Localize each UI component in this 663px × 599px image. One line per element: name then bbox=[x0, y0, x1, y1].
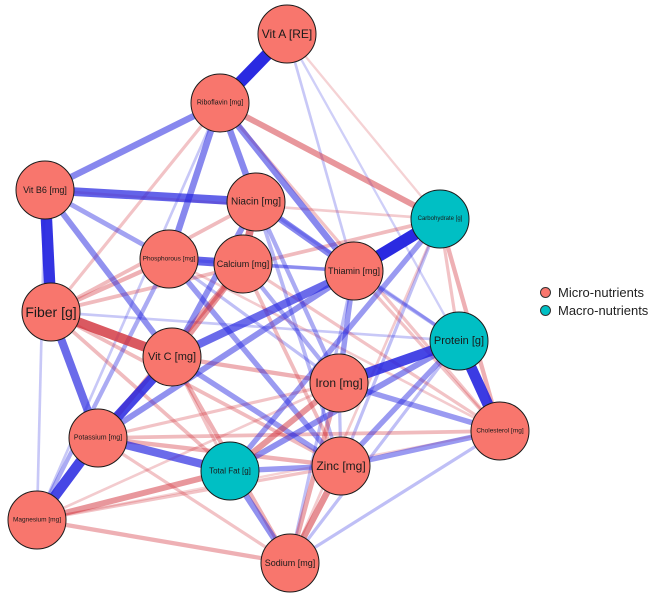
node-label-phos: Phosphorous [mg] bbox=[143, 256, 196, 263]
node-vitb6: Vit B6 [mg] bbox=[15, 160, 75, 220]
edge-prot-fiber bbox=[50, 310, 460, 343]
edge-ribo-vitb6 bbox=[43, 100, 222, 193]
edge-ribo-carb bbox=[218, 100, 442, 222]
node-label-iron: Iron [mg] bbox=[315, 376, 362, 390]
node-label-pota: Potassium [mg] bbox=[74, 435, 122, 442]
edge-pota-iron bbox=[97, 381, 340, 440]
edge-ribo-fiber bbox=[49, 101, 222, 314]
node-carb: Carbohydrate [g] bbox=[410, 189, 470, 249]
node-circle-fiber bbox=[21, 282, 81, 342]
node-sodi: Sodium [mg] bbox=[260, 533, 320, 593]
nodes-layer: Vit A [RE] Riboflavin [mg] Vit B6 [mg] Niac… bbox=[7, 4, 530, 593]
node-circle-vita bbox=[257, 4, 317, 64]
node-fiber: Fiber [g] bbox=[21, 282, 81, 342]
edge-pota-sodi bbox=[97, 436, 291, 565]
node-label-sodi: Sodium [mg] bbox=[265, 558, 316, 568]
edge-phos-zinc bbox=[166, 257, 344, 468]
legend-label-micro: Micro-nutrients bbox=[558, 284, 644, 300]
node-label-vitc: Vit C [mg] bbox=[148, 351, 196, 363]
node-label-carb: Carbohydrate [g] bbox=[418, 216, 463, 222]
edge-fiber-zinc bbox=[50, 310, 342, 468]
node-label-niacin: Niacin [mg] bbox=[231, 197, 281, 208]
edge-vita-prot bbox=[285, 33, 461, 342]
node-circle-ribo bbox=[190, 73, 250, 133]
node-circle-magn bbox=[7, 490, 67, 550]
edge-ribo-magn bbox=[35, 102, 222, 521]
node-vita: Vit A [RE] bbox=[257, 4, 317, 64]
edge-prot-sodi bbox=[288, 340, 461, 564]
node-circle-zinc bbox=[311, 436, 371, 496]
edge-vitc-thia bbox=[170, 267, 356, 361]
edge-vitb6-vitc bbox=[42, 188, 175, 359]
node-calc: Calcium [mg] bbox=[213, 234, 273, 294]
node-label-vitb6: Vit B6 [mg] bbox=[23, 185, 67, 195]
node-circle-thia bbox=[324, 241, 384, 301]
node-ribo: Riboflavin [mg] bbox=[190, 73, 250, 133]
edge-vita-carb bbox=[286, 33, 441, 220]
node-circle-pota bbox=[68, 408, 128, 468]
node-label-zinc: Zinc [mg] bbox=[316, 459, 365, 473]
edge-vitb6-niacin bbox=[44, 185, 257, 207]
edge-niacin-iron bbox=[254, 201, 341, 384]
node-vitc: Vit C [mg] bbox=[142, 327, 202, 387]
edge-magn-iron bbox=[36, 381, 340, 522]
node-prot: Protein [g] bbox=[429, 311, 489, 371]
legend-item-micro: Micro-nutrients bbox=[540, 283, 648, 301]
node-circle-phos bbox=[139, 229, 199, 289]
edge-magn-tfat bbox=[36, 468, 231, 523]
node-label-calc: Calcium [mg] bbox=[217, 259, 270, 269]
node-magn: Magnesium [mg] bbox=[7, 490, 67, 550]
node-iron: Iron [mg] bbox=[309, 353, 369, 413]
legend-swatch-macro bbox=[540, 304, 551, 316]
node-circle-sodi bbox=[260, 533, 320, 593]
node-label-tfat: Total Fat [g] bbox=[209, 467, 251, 476]
node-label-fiber: Fiber [g] bbox=[25, 304, 76, 320]
legend-swatch-micro bbox=[540, 286, 551, 298]
legend-item-macro: Macro-nutrients bbox=[540, 301, 648, 319]
node-chol: Cholesterol [mg] bbox=[470, 401, 530, 461]
edge-niacin-zinc bbox=[254, 201, 343, 467]
node-niacin: Niacin [mg] bbox=[226, 172, 286, 232]
node-label-magn: Magnesium [mg] bbox=[13, 517, 61, 524]
edge-thia-pota bbox=[96, 268, 356, 441]
node-circle-tfat bbox=[200, 441, 260, 501]
edge-ribo-thia bbox=[217, 100, 357, 274]
edge-magn-chol bbox=[36, 429, 501, 522]
node-circle-niacin bbox=[226, 172, 286, 232]
node-label-thia: Thiamin [mg] bbox=[328, 266, 380, 276]
edge-phos-magn bbox=[35, 258, 171, 521]
legend: Micro-nutrients Macro-nutrients bbox=[540, 283, 648, 319]
edge-calc-chol bbox=[242, 262, 501, 433]
edges-layer bbox=[32, 29, 505, 566]
edge-sodi-chol bbox=[289, 429, 501, 565]
edge-vita-thia bbox=[285, 33, 356, 272]
edge-calc-zinc bbox=[241, 263, 343, 467]
node-circle-prot bbox=[429, 311, 489, 371]
node-phos: Phosphorous [mg] bbox=[139, 229, 199, 289]
node-label-ribo: Riboflavin [mg] bbox=[197, 100, 243, 107]
node-label-vita: Vit A [RE] bbox=[262, 27, 312, 41]
node-label-chol: Cholesterol [mg] bbox=[476, 428, 524, 435]
edge-magn-sodi bbox=[36, 517, 291, 566]
legend-label-macro: Macro-nutrients bbox=[558, 302, 649, 318]
edge-tfat-carb bbox=[227, 217, 443, 473]
edge-magn-zinc bbox=[36, 464, 342, 522]
node-zinc: Zinc [mg] bbox=[311, 436, 371, 496]
node-tfat: Total Fat [g] bbox=[200, 441, 260, 501]
edge-carb-zinc bbox=[339, 218, 442, 467]
node-circle-chol bbox=[470, 401, 530, 461]
edge-vitc-zinc bbox=[170, 354, 343, 469]
node-circle-vitb6 bbox=[15, 160, 75, 220]
node-circle-carb bbox=[410, 189, 470, 249]
node-label-prot: Protein [g] bbox=[434, 335, 484, 347]
node-pota: Potassium [mg] bbox=[68, 408, 128, 468]
node-circle-vitc bbox=[142, 327, 202, 387]
node-circle-calc bbox=[213, 234, 273, 294]
node-circle-iron bbox=[309, 353, 369, 413]
node-thia: Thiamin [mg] bbox=[324, 241, 384, 301]
